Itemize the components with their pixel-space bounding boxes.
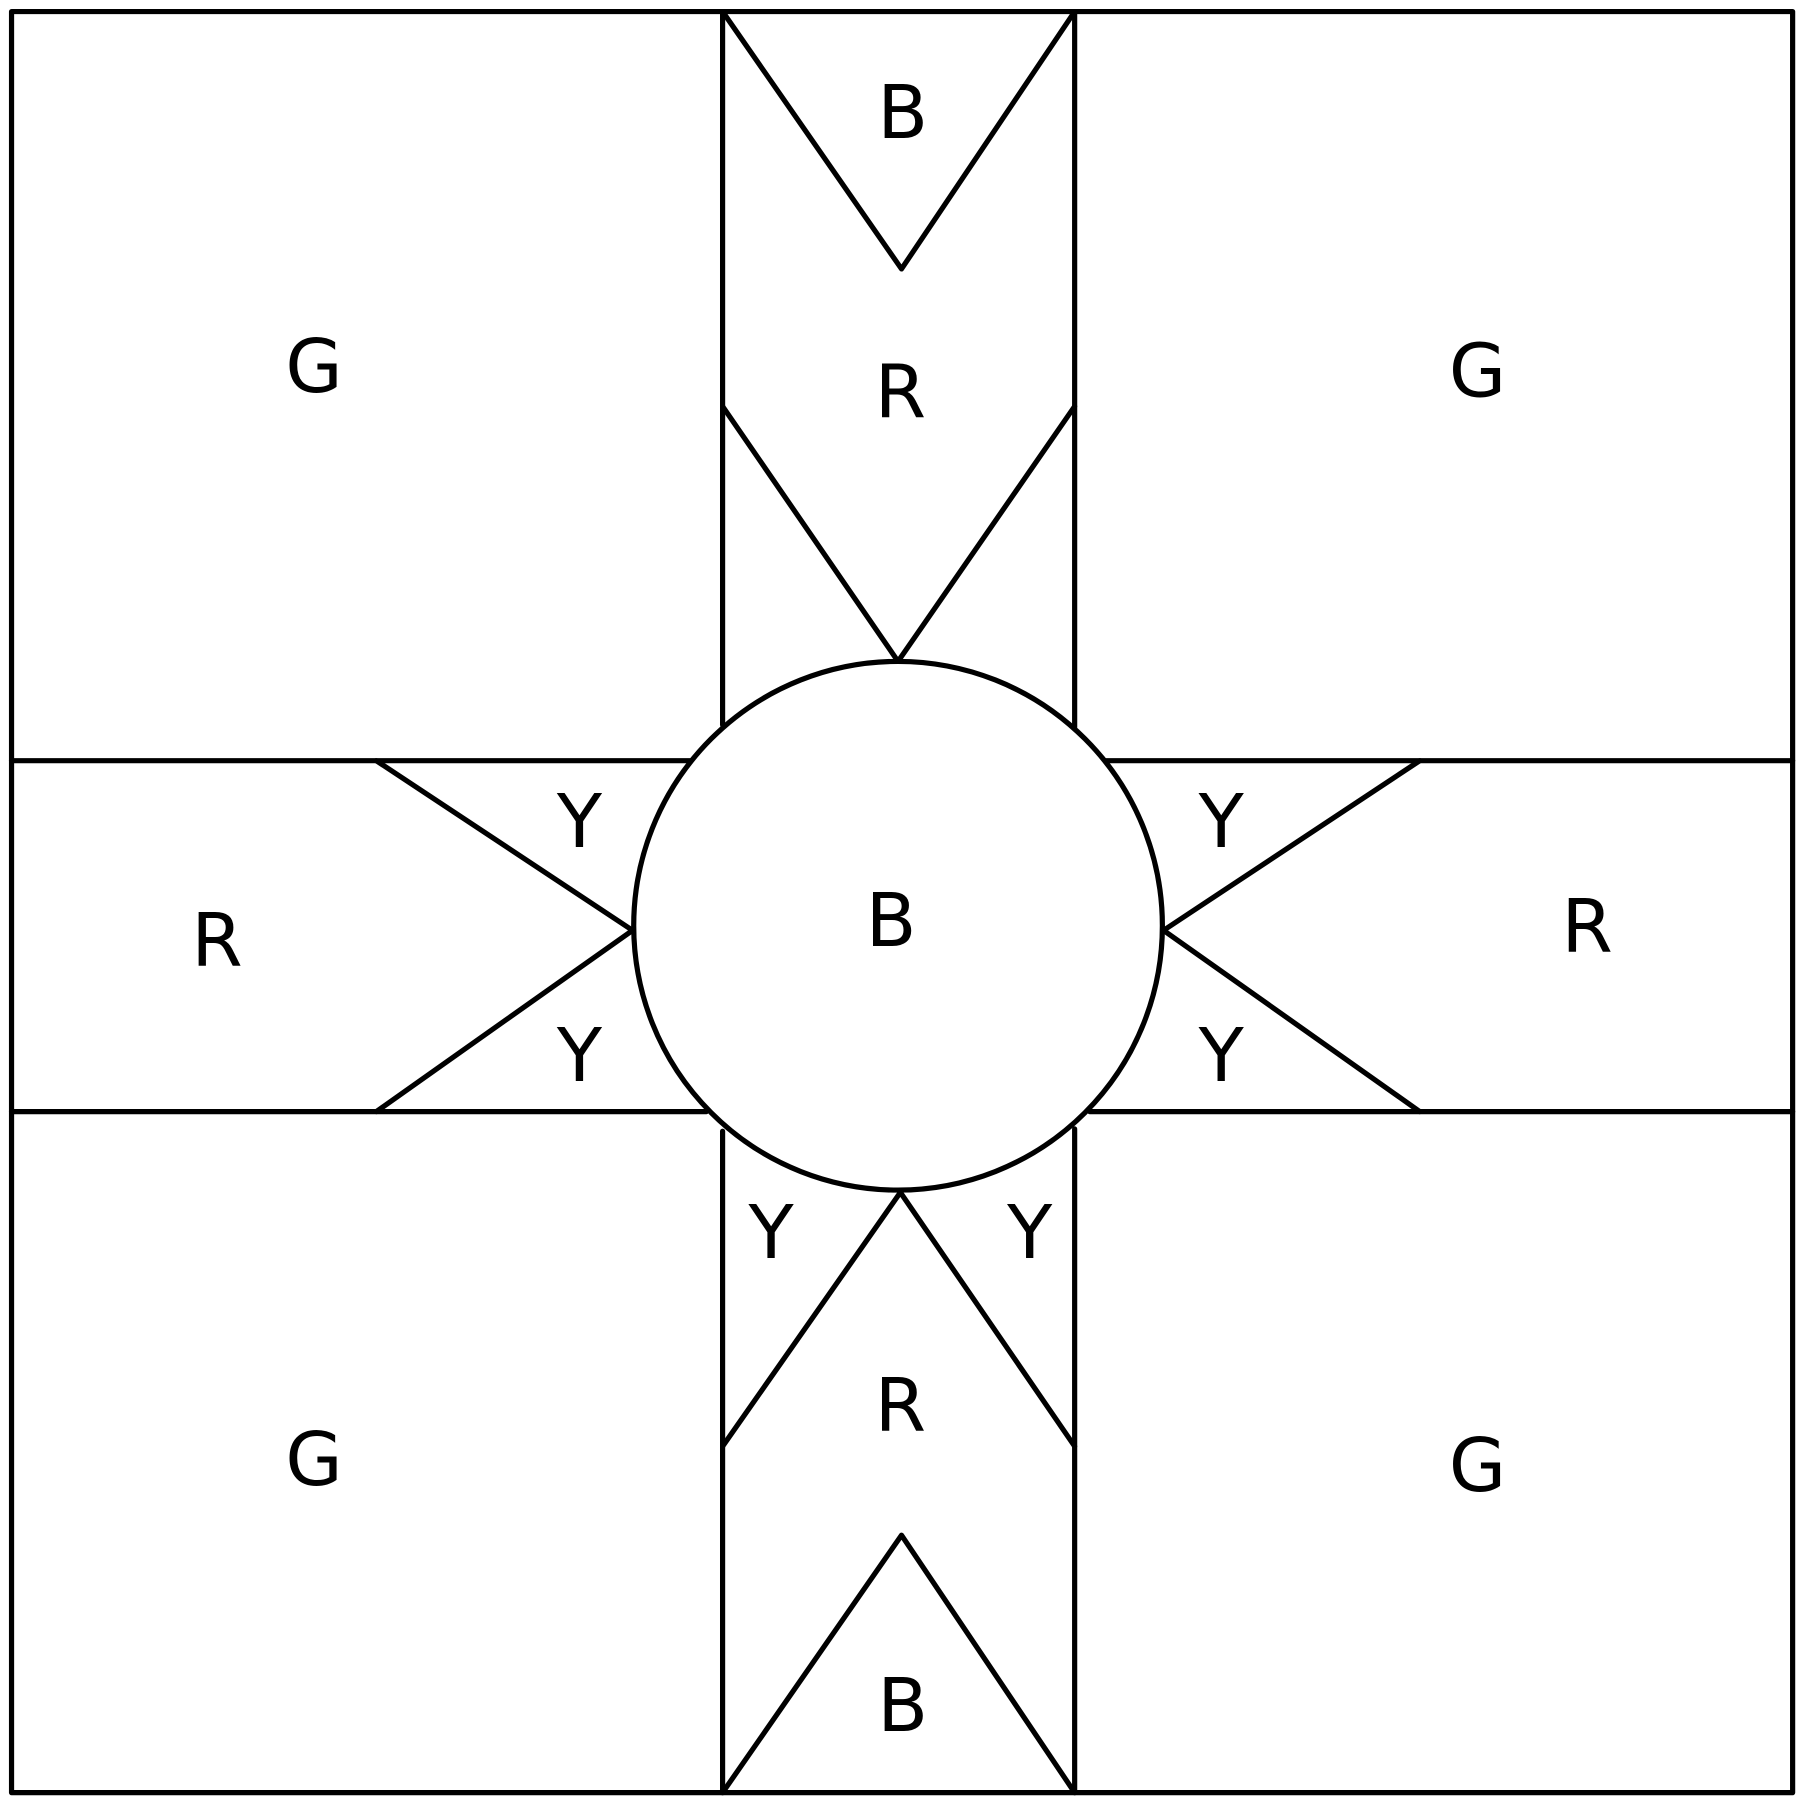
center-circle <box>631 658 1165 1193</box>
label-top-tip: B <box>877 70 928 156</box>
label-left-lower-point: Y <box>556 1013 603 1099</box>
label-left-arm: R <box>191 898 242 984</box>
label-right-arm: R <box>1561 884 1612 970</box>
label-bottom-tip: B <box>877 1663 928 1749</box>
label-top-left-square: G <box>285 324 342 410</box>
label-bottom-left-point: Y <box>748 1190 795 1276</box>
label-right-lower-point: Y <box>1198 1013 1245 1099</box>
label-top-right-square: G <box>1449 329 1506 415</box>
bottom-tip-triangle <box>719 1532 1078 1796</box>
label-right-upper-point: Y <box>1198 779 1245 865</box>
outer-square <box>8 8 1796 1796</box>
label-center-circle: B <box>866 878 917 964</box>
label-bottom-arm: R <box>875 1363 926 1449</box>
top-tip-triangle <box>719 8 1078 272</box>
top-star-point <box>719 403 1078 665</box>
label-bottom-right-square: G <box>1449 1423 1506 1509</box>
label-top-arm: R <box>875 349 926 435</box>
label-bottom-right-point: Y <box>1006 1190 1053 1276</box>
label-left-upper-point: Y <box>556 779 603 865</box>
label-bottom-left-square: G <box>285 1417 342 1503</box>
